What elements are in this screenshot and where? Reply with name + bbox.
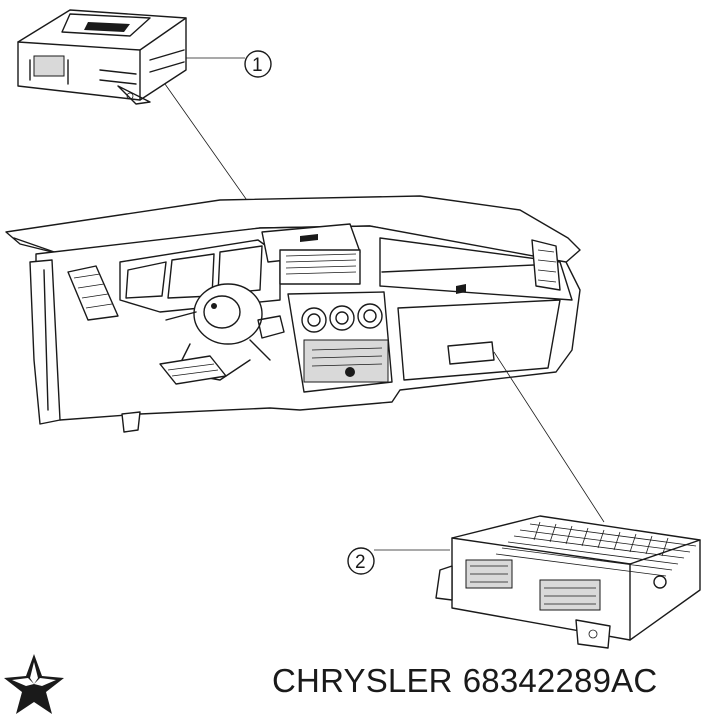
callout-number-2: 2 (355, 552, 366, 573)
brand-name: CHRYSLER (272, 662, 453, 699)
callout-circle-1 (244, 50, 272, 78)
callout-circle-2 (347, 547, 375, 575)
leader-line-2 (493, 351, 605, 523)
part-number: 68342289AC (462, 662, 658, 699)
dashboard (5, 195, 581, 433)
chrysler-pentastar-logo (4, 654, 64, 714)
module-2[interactable] (435, 515, 701, 649)
callout-number-1: 1 (252, 55, 263, 76)
module-1[interactable] (17, 9, 187, 105)
